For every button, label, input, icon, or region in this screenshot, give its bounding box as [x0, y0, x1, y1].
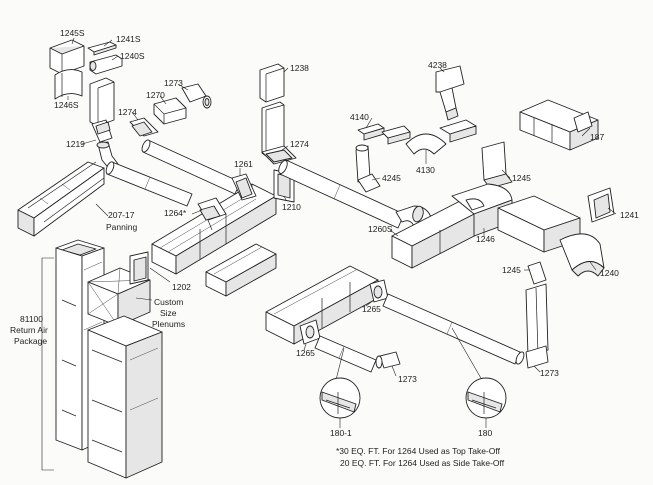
fitting-1240S	[89, 54, 123, 75]
label-panning: Panning	[106, 222, 137, 232]
label-1270: 1270	[146, 90, 165, 100]
label-1274-right: 1274	[290, 139, 309, 149]
fitting-4238	[435, 65, 465, 121]
label-180: 180	[478, 428, 492, 438]
takeoff-1261	[231, 173, 257, 201]
label-custom-2: Size	[160, 308, 177, 318]
fitting-1246S	[54, 69, 83, 100]
panning-207-17	[17, 161, 105, 237]
riser-1273-right	[525, 283, 549, 369]
detail-180-1	[319, 347, 361, 428]
boot-1245-mid	[481, 141, 513, 189]
label-return-air: Return Air	[10, 325, 48, 335]
round-pipe-lower-left	[314, 335, 377, 373]
boot-1270	[153, 97, 187, 125]
fitting-1245S-top	[49, 39, 85, 75]
label-1245S-top: 1245S	[60, 28, 85, 38]
label-1246: 1246	[476, 234, 495, 244]
round-pipe-lower-right	[382, 293, 525, 365]
takeoff-1264	[197, 197, 227, 231]
label-1274-left: 1274	[118, 107, 137, 117]
label-1241: 1241	[620, 210, 639, 220]
boot-1219	[91, 119, 113, 143]
fitting-1241S	[87, 41, 117, 56]
label-1260S: 1260S	[368, 224, 393, 234]
label-1265-right: 1265	[362, 304, 381, 314]
footnote-line-2: 20 EQ. FT. For 1264 Used as Side Take-Of…	[340, 458, 505, 468]
stack-1238	[259, 63, 285, 157]
label-1210: 1210	[282, 202, 301, 212]
boot-1274-left	[129, 117, 159, 137]
label-1245-mid: 1245	[512, 173, 531, 183]
fitting-187	[519, 99, 599, 151]
boot-1274-right	[261, 145, 297, 165]
trunk-left-section	[151, 183, 277, 275]
label-4245: 4245	[382, 173, 401, 183]
detail-180	[451, 327, 507, 428]
takeoff-1265-left	[299, 319, 321, 345]
label-1273-right: 1273	[540, 368, 559, 378]
label-1202: 1202	[172, 282, 191, 292]
label-187: 187	[590, 132, 604, 142]
boot-1245-low	[527, 261, 547, 285]
boot-1273-top	[181, 83, 212, 109]
label-custom-3: Plenums	[152, 319, 185, 329]
label-1246S: 1246S	[54, 100, 79, 110]
custom-plenum-lower	[87, 315, 163, 479]
label-81100: 81100	[20, 314, 43, 324]
elbow-1240-right	[559, 233, 605, 277]
label-1264: 1264*	[164, 208, 187, 218]
label-4130: 4130	[416, 165, 435, 175]
label-4238: 4238	[428, 60, 447, 70]
label-1238: 1238	[290, 63, 309, 73]
fitting-4245	[355, 144, 381, 193]
label-1261: 1261	[234, 159, 253, 169]
label-custom-1: Custom	[154, 297, 183, 307]
label-4140: 4140	[350, 112, 369, 122]
label-1241S: 1241S	[116, 34, 141, 44]
endcap-1202	[129, 251, 149, 285]
label-1265-left: 1265	[296, 348, 315, 358]
label-207-17: 207-17	[108, 210, 135, 220]
label-180-1: 180-1	[330, 428, 352, 438]
round-pipe-main	[278, 159, 405, 229]
label-1240S: 1240S	[120, 51, 145, 61]
boot-1273-lower	[375, 351, 401, 369]
label-1219: 1219	[66, 139, 85, 149]
label-1273-top: 1273	[164, 78, 183, 88]
trunk-loose-section	[205, 243, 277, 297]
label-1245-low: 1245	[502, 265, 521, 275]
part-labels: 1245S 1241S 1240S 1246S 1219 1273 1270 1…	[10, 28, 639, 438]
fitting-4130	[405, 119, 477, 155]
label-package: Package	[14, 336, 47, 346]
footnote-line-1: *30 EQ. FT. For 1264 Used as Top Take-Of…	[336, 446, 501, 456]
stackhead-column	[89, 77, 115, 127]
label-1273-mid: 1273	[398, 374, 417, 384]
round-pipe-left	[105, 161, 193, 207]
fitting-1241-right	[587, 187, 615, 223]
footnote: *30 EQ. FT. For 1264 Used as Top Take-Of…	[336, 446, 505, 468]
fitting-4140	[357, 123, 411, 145]
leader-lines	[67, 37, 617, 377]
label-1240: 1240	[600, 268, 619, 278]
trunk-right-section	[497, 195, 581, 253]
